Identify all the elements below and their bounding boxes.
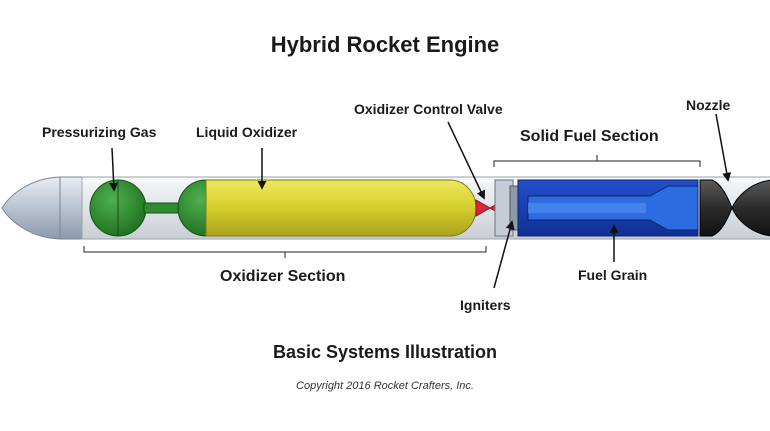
label-pressurizing-gas: Pressurizing Gas: [42, 124, 157, 140]
copyright-notice: Copyright 2016 Rocket Crafters, Inc.: [296, 380, 474, 392]
label-solid-fuel-section: Solid Fuel Section: [520, 128, 659, 145]
label-igniters: Igniters: [460, 297, 511, 313]
solid-fuel-section-bracket: [493, 160, 701, 167]
label-liquid-oxidizer: Liquid Oxidizer: [196, 124, 298, 140]
diagram-subtitle: Basic Systems Illustration: [272, 342, 498, 362]
nozzle-leader: [715, 113, 732, 182]
label-nozzle: Nozzle: [686, 97, 731, 113]
label-oxidizer-control-valve: Oxidizer Control Valve: [354, 101, 503, 117]
pressurizing-gas-leader: [109, 147, 119, 192]
liquid-oxidizer-tank: [205, 179, 477, 237]
nozzle: [699, 179, 770, 237]
oxidizer-section-bracket: [83, 246, 487, 253]
igniters-leader: [493, 220, 515, 289]
label-fuel-grain: Fuel Grain: [578, 267, 648, 283]
label-oxidizer-section: Oxidizer Section: [220, 268, 346, 285]
nose-collar: [59, 176, 83, 240]
gas-line: [143, 202, 183, 214]
diagram-title: Hybrid Rocket Engine: [270, 32, 500, 57]
valve-leader: [447, 121, 485, 200]
